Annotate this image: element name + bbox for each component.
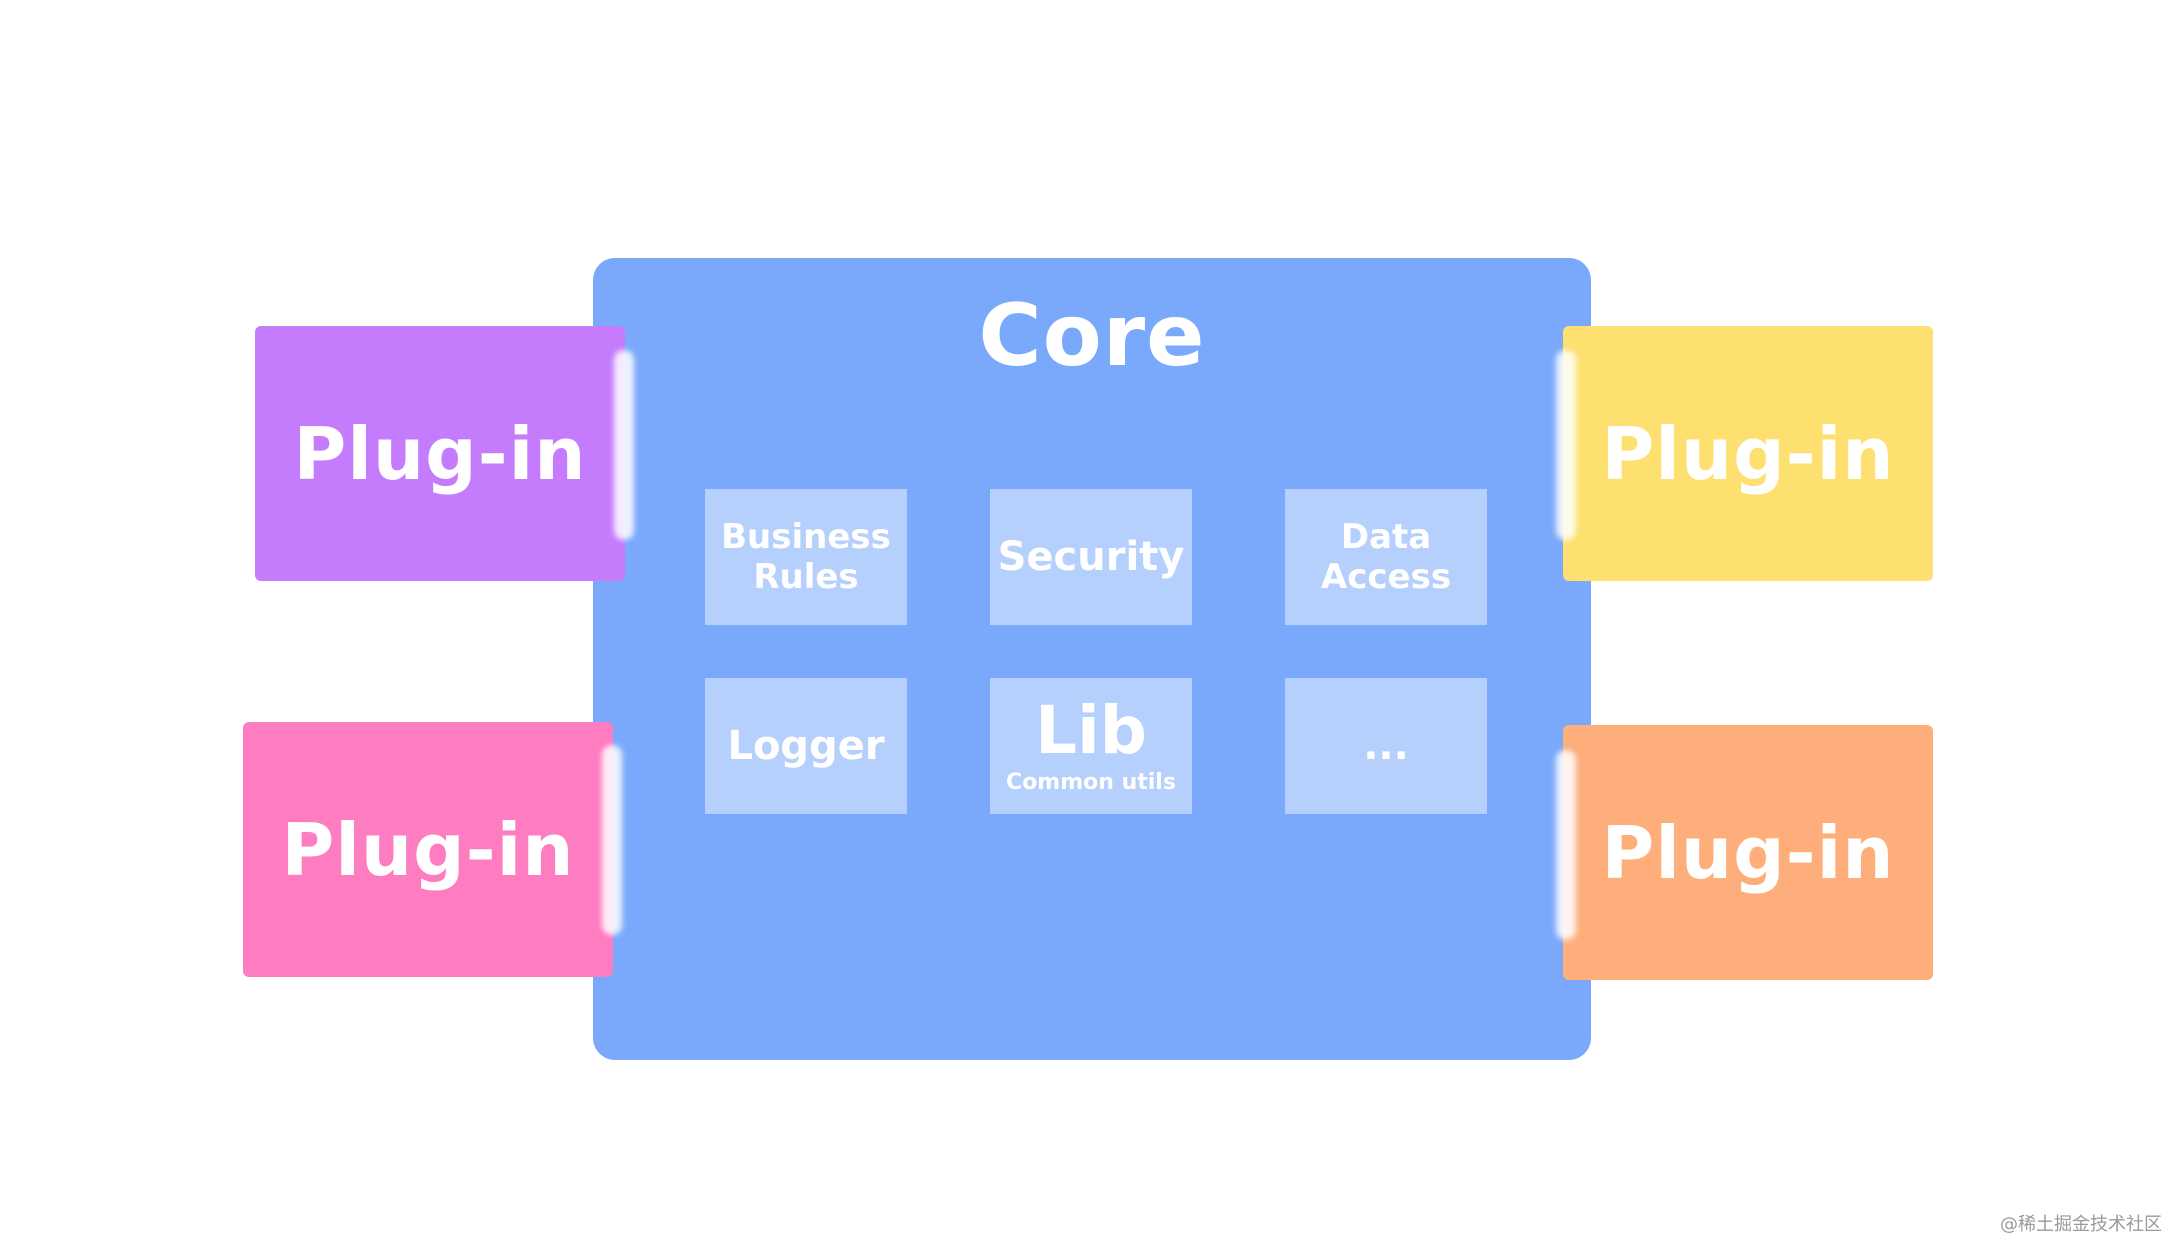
connector-top-right [1556, 350, 1576, 540]
module-label: Business Rules [721, 517, 891, 597]
module-sublabel: Common utils [1006, 770, 1176, 795]
module-logger: Logger [705, 678, 907, 814]
module-business-rules: Business Rules [705, 489, 907, 625]
module-label: Lib [1035, 692, 1147, 769]
module-lib: Lib Common utils [990, 678, 1192, 814]
connector-bottom-right [1556, 750, 1576, 940]
module-label: Logger [727, 723, 885, 769]
module-more: ... [1285, 678, 1487, 814]
module-security: Security [990, 489, 1192, 625]
core-box: Core Business Rules Security Data Access… [593, 258, 1591, 1060]
plugin-top-right: Plug-in [1563, 326, 1933, 581]
watermark: @稀土掘金技术社区 [2000, 1214, 2162, 1235]
plugin-bottom-right: Plug-in [1563, 725, 1933, 980]
connector-top-left [614, 350, 634, 540]
module-label: ... [1363, 723, 1409, 769]
plugin-top-left: Plug-in [255, 326, 625, 581]
plugin-label: Plug-in [1601, 810, 1895, 895]
plugin-label: Plug-in [1601, 411, 1895, 496]
module-label: Data Access [1320, 517, 1452, 597]
plugin-label: Plug-in [281, 807, 575, 892]
core-title: Core [978, 286, 1206, 386]
module-label: Security [997, 534, 1185, 580]
plugin-label: Plug-in [293, 411, 587, 496]
plugin-bottom-left: Plug-in [243, 722, 613, 977]
module-data-access: Data Access [1285, 489, 1487, 625]
connector-bottom-left [602, 745, 622, 935]
